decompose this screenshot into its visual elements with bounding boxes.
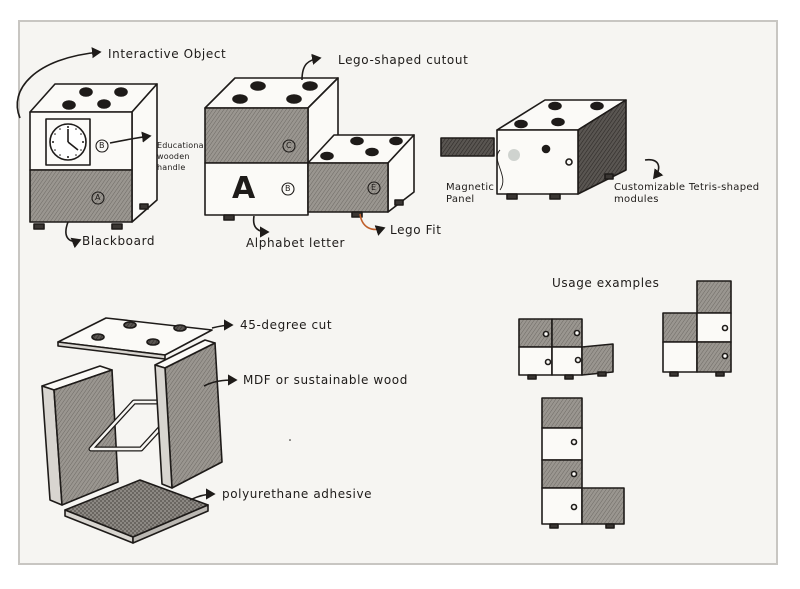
handle-arrow [109, 131, 152, 144]
badge-b-1-letter: B [99, 141, 105, 150]
tetris-label-line-1: Customizable Tetris-shaped [614, 182, 760, 193]
lego-fit-arrow [359, 213, 386, 236]
tetris-arrow [644, 158, 664, 180]
tetris-module-cube [496, 99, 627, 200]
bottom-panel [64, 479, 209, 544]
handle-label-line-1: Educational [157, 141, 207, 150]
top-panel-with-cut [57, 317, 213, 360]
blackboard-arrow [65, 221, 82, 249]
cut-arrow [211, 319, 234, 331]
mdf-arrow [203, 374, 238, 387]
lego-fit-label: Lego Fit [390, 223, 442, 237]
left-side-panel [41, 365, 119, 506]
lego-cube-top [204, 77, 339, 164]
tetris-label-line-2: modules [614, 194, 659, 205]
lego-cube-bottom-left [204, 162, 309, 216]
badge-a-1 [91, 191, 105, 205]
adhesive-label: polyurethane adhesive [222, 487, 373, 501]
alphabet-letter-label: Alphabet letter [246, 236, 346, 250]
badge-c [282, 139, 296, 153]
clock-icon [45, 118, 91, 166]
badge-e-letter: E [371, 183, 377, 192]
badge-b-2-letter: B [285, 184, 291, 193]
cutout-arrow [301, 53, 322, 81]
blackboard-label: Blackboard [82, 234, 156, 248]
letter-arrow [252, 215, 270, 238]
magnetic-arrow [496, 149, 504, 191]
handle-label-line-2: wooden [157, 152, 190, 161]
interactive-object-label: Interactive Object [108, 47, 227, 61]
magnetic-panel-bar [440, 137, 495, 157]
right-side-panel [154, 339, 223, 489]
badge-c-letter: C [286, 141, 292, 150]
mdf-label: MDF or sustainable wood [243, 373, 408, 387]
handle-label-line-3: handle [157, 163, 186, 172]
cut-45-label: 45-degree cut [240, 318, 333, 332]
alphabet-letter-a: A [232, 171, 256, 206]
magnetic-panel-label-line-1: Magnetic [446, 182, 495, 193]
badge-b-1 [95, 139, 109, 153]
badge-e [367, 181, 381, 195]
interactive-object-arrow [16, 47, 102, 119]
lego-cutout-label: Lego-shaped cutout [338, 53, 469, 67]
usage-example-l-small [662, 280, 732, 377]
usage-example-l-tall [541, 397, 625, 529]
badge-b-2 [281, 182, 295, 196]
magnetic-panel-label-line-2: Panel [446, 194, 475, 205]
usage-example-square [518, 318, 614, 380]
lego-cube-bottom-right [223, 134, 415, 221]
adhesive-arrow [189, 488, 216, 501]
usage-examples-title: Usage examples [552, 276, 660, 290]
badge-a-1-letter: A [95, 193, 101, 202]
